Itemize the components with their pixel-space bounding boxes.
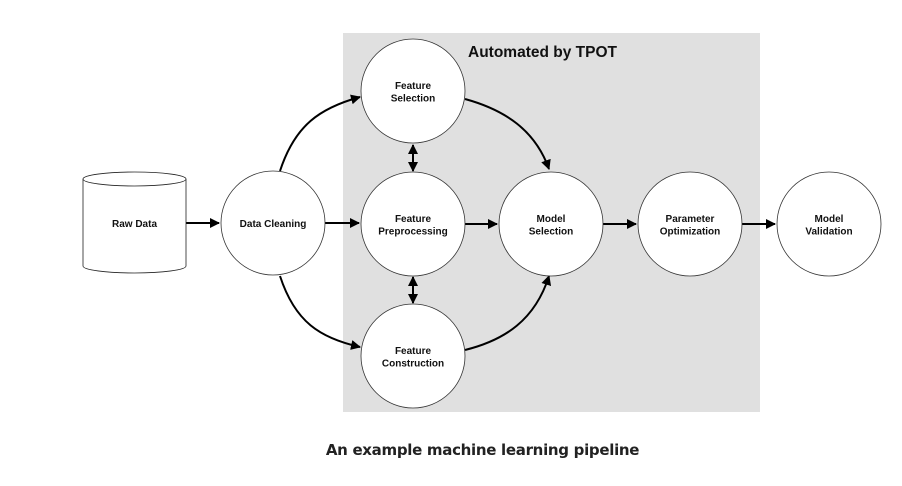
node-label: Parameter <box>666 214 715 225</box>
figure-caption: An example machine learning pipeline <box>325 441 640 459</box>
edge-feature-selection-to-model-selection <box>464 98 551 170</box>
node-label: Data Cleaning <box>240 219 307 230</box>
node-label: Construction <box>382 358 444 369</box>
node-label: Selection <box>391 93 435 104</box>
node-circle <box>637 171 743 277</box>
edge-data-cleaning-to-feature-selection <box>279 94 361 172</box>
node-label: Optimization <box>660 226 721 237</box>
node-label: Feature <box>395 214 432 225</box>
node-circle <box>776 171 882 277</box>
node-data-cleaning: Data Cleaning <box>220 170 326 276</box>
edge-feature-construction-to-model-selection <box>464 275 552 351</box>
cylinder-top <box>82 171 187 187</box>
node-label: Model <box>537 214 566 225</box>
node-label: Raw Data <box>112 219 157 230</box>
node-label: Feature <box>395 346 432 357</box>
node-circle <box>220 170 326 276</box>
node-label: Selection <box>529 226 573 237</box>
node-label: Preprocessing <box>378 226 447 237</box>
cylinder-body <box>82 179 187 274</box>
node-circle <box>360 171 466 277</box>
node-label: Model <box>815 214 844 225</box>
node-circle <box>360 38 466 144</box>
node-label: Feature <box>395 81 432 92</box>
automated-region-title: Automated by TPOT <box>468 44 618 61</box>
node-circle <box>498 171 604 277</box>
node-raw-data: Raw Data <box>82 171 187 274</box>
node-label: Validation <box>805 226 852 237</box>
edge-data-cleaning-to-feature-construction <box>279 275 361 350</box>
node-circle <box>360 303 466 409</box>
